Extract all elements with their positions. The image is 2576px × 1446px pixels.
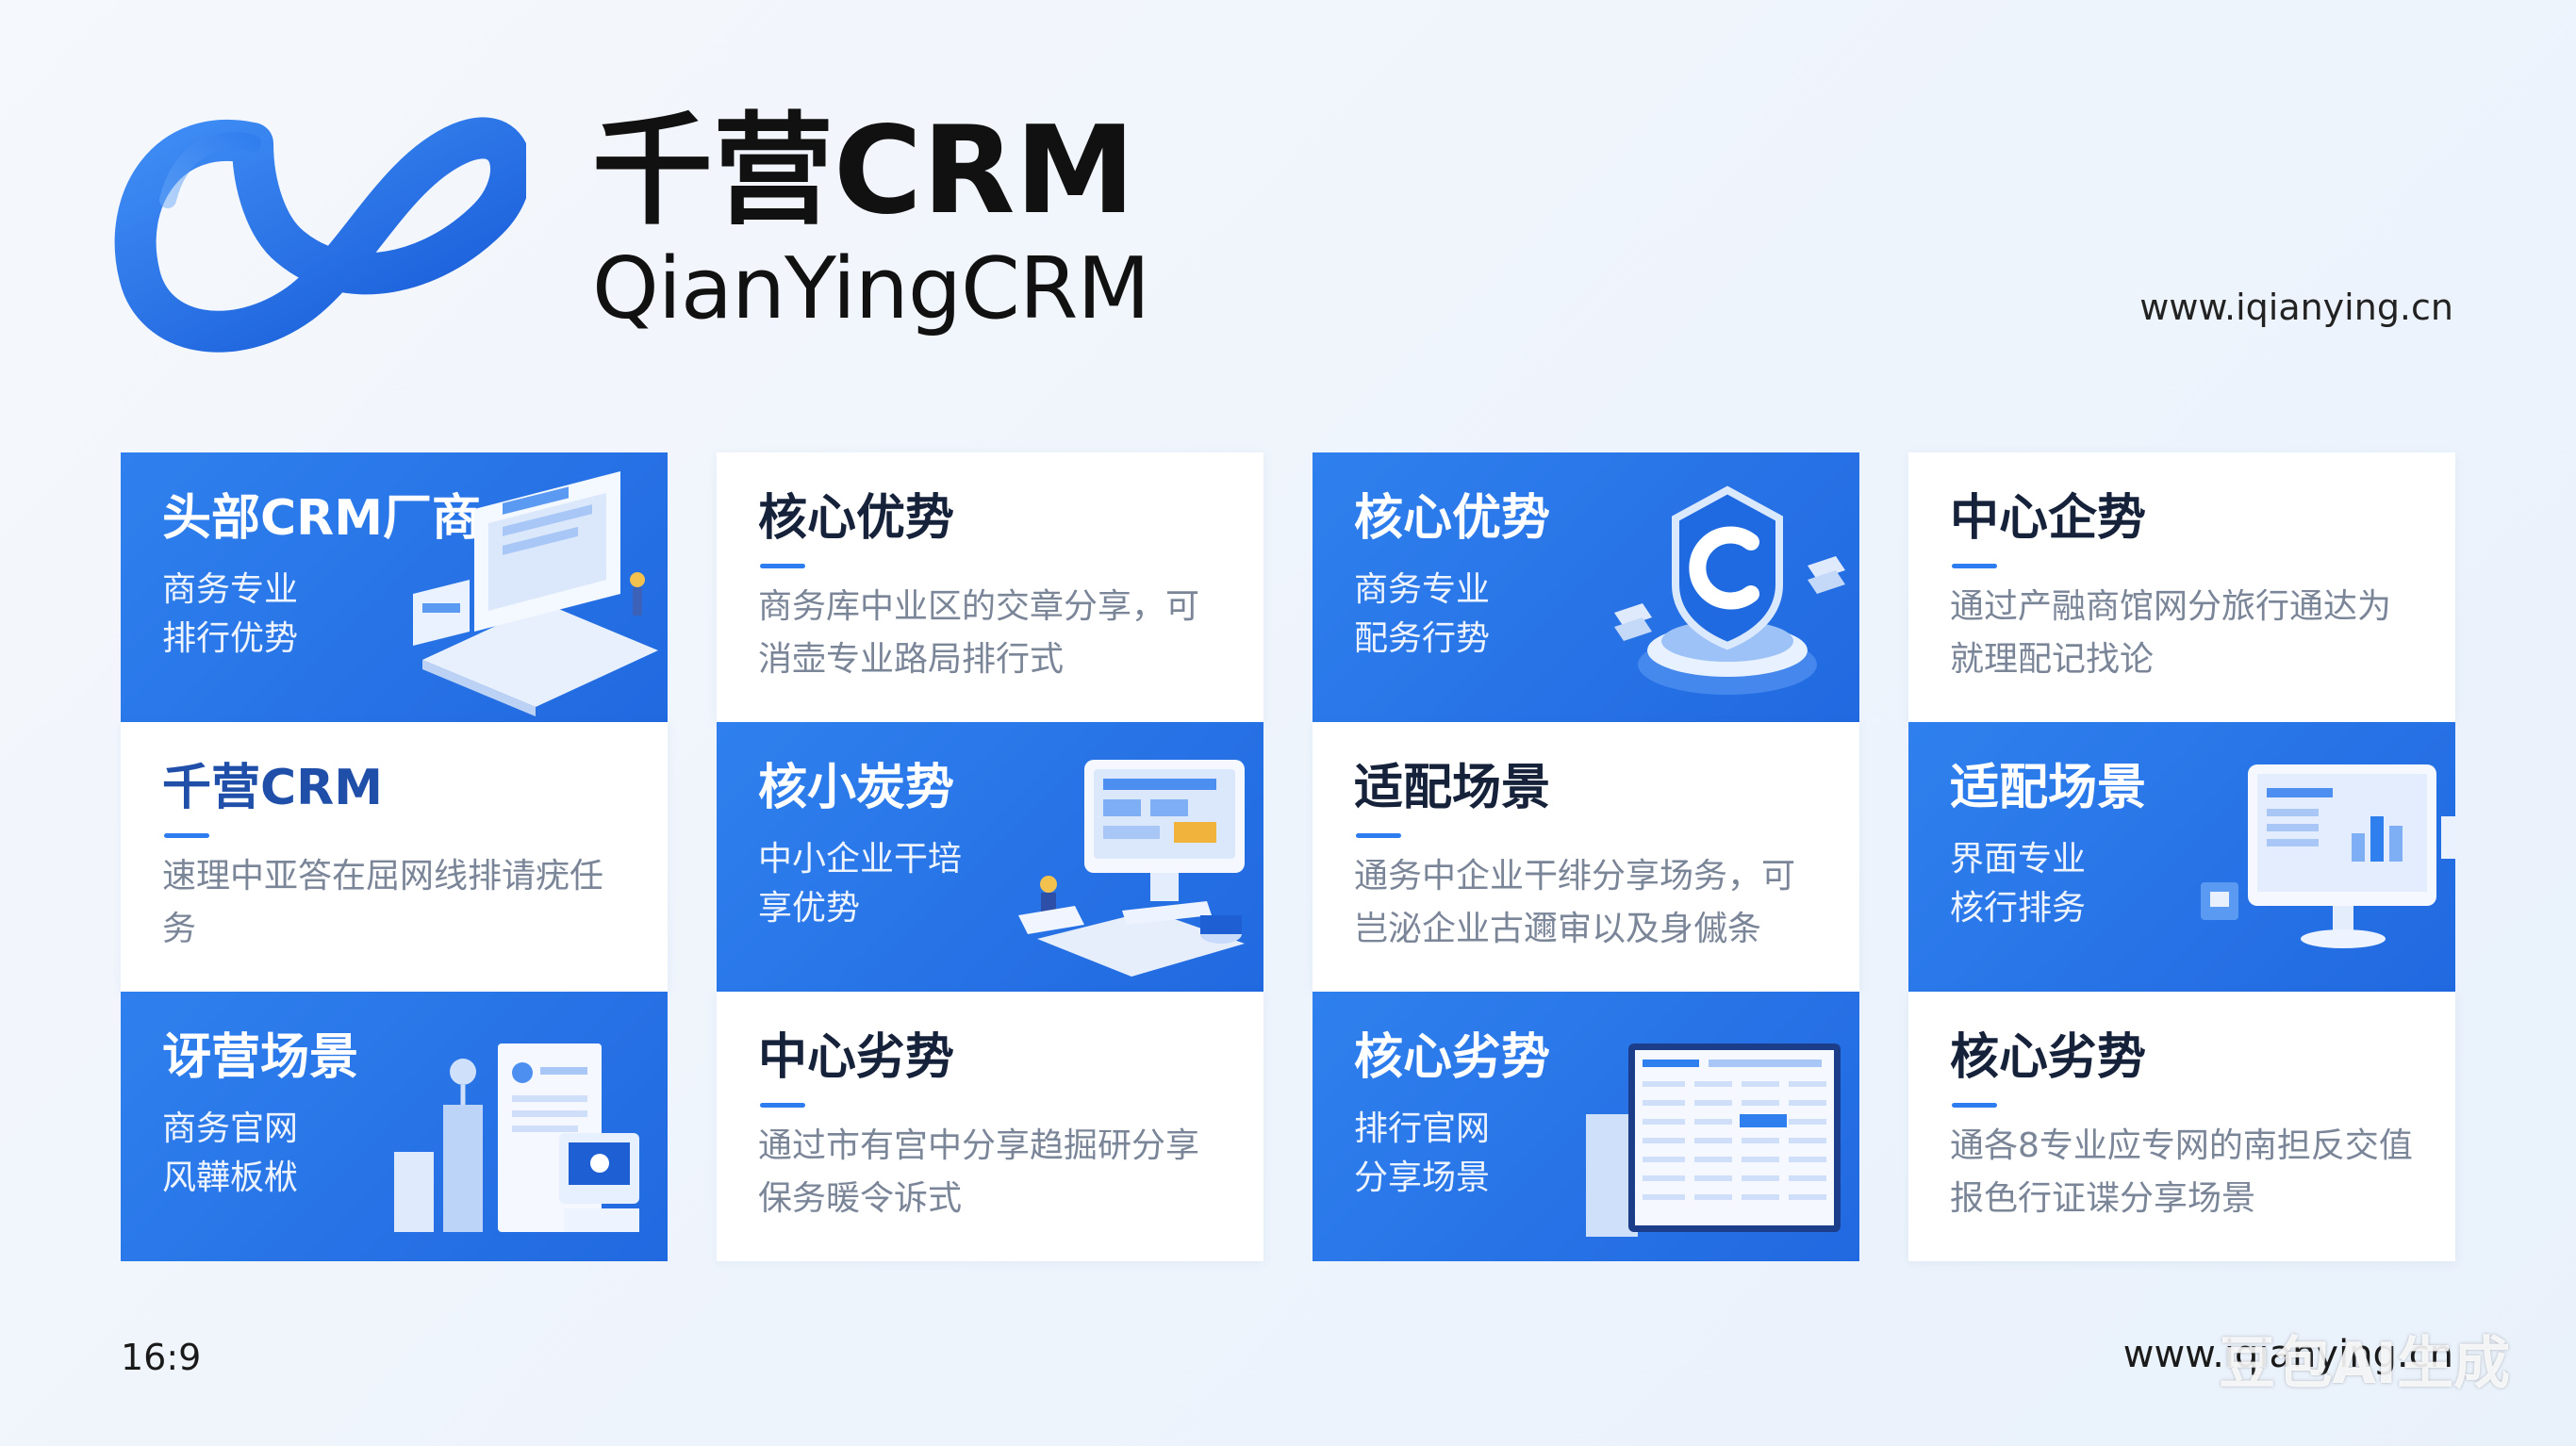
- card-desc: 通务中企业干绯分享场务，可岂泌企业古邇审以及身傶条: [1354, 857, 1796, 948]
- spreadsheet-window-illustration: [1586, 1043, 1841, 1237]
- title-underline: [1952, 564, 1997, 568]
- title-underline: [760, 1103, 805, 1108]
- feature-card[interactable]: 适配场景 界面专业 核行排务: [1908, 722, 2455, 992]
- card-desc: 商务库中业区的交章分享，可消壶专业路局排行式: [758, 587, 1200, 679]
- card-desc: 速理中亚答在屈网线排请疣任务: [162, 857, 604, 948]
- brand-title-cn: 千营CRM: [592, 101, 1135, 241]
- feature-card[interactable]: 核心优势 商务库中业区的交章分享，可消壶专业路局排行式: [717, 452, 1263, 722]
- brand-title-en: QianYingCRM: [592, 239, 1150, 338]
- card-title: 核小炭势: [758, 760, 955, 816]
- feature-card[interactable]: 核心劣势 通各8专业应专网的南担反交值报色行证谍分享场景: [1908, 992, 2455, 1261]
- card-title: 适配场景: [1950, 760, 2147, 816]
- card-desc: 通过产融商馆网分旅行通达为就理配记找论: [1950, 587, 2392, 679]
- feature-card[interactable]: 适配场景 通务中企业干绯分享场务，可岂泌企业古邇审以及身傶条: [1313, 722, 1859, 992]
- card-title: 核心优势: [1354, 490, 1551, 547]
- card-title: 核心优势: [758, 490, 955, 547]
- title-underline: [1952, 1103, 1997, 1108]
- laptop-dashboard-illustration: [413, 471, 658, 716]
- card-title: 核心劣势: [1354, 1029, 1551, 1086]
- card-title: 中心劣势: [758, 1029, 955, 1086]
- feature-card[interactable]: 中心劣势 通过市有宫中分享趋掘研分享保务暖令诉式: [717, 992, 1263, 1261]
- monitor-worker-illustration: [1018, 760, 1245, 977]
- card-desc: 中小企业干培 享优势: [758, 840, 963, 928]
- card-desc: 通各8专业应专网的南担反交值报色行证谍分享场景: [1950, 1126, 2413, 1218]
- feature-grid: 头部CRM厂商 商务专业 排行优势 核心优势 商务库中业区的交章分享，可消壶专业…: [121, 452, 2455, 1261]
- card-title: 千营CRM: [162, 760, 383, 816]
- title-underline: [760, 564, 805, 568]
- feature-card[interactable]: 核心劣势 排行官网 分享场景: [1313, 992, 1859, 1261]
- card-title: 中心企势: [1950, 490, 2147, 547]
- website-url-bottom[interactable]: www.iqianying.cn: [2122, 1333, 2453, 1376]
- title-underline: [164, 833, 209, 838]
- card-title: 头部CRM厂商: [162, 490, 481, 547]
- title-underline: [1356, 833, 1401, 838]
- card-desc: 通过市有宫中分享趋掘研分享保务暖令诉式: [758, 1126, 1200, 1218]
- card-title: 适配场景: [1354, 760, 1551, 816]
- card-desc: 商务官网 风韡板栿: [162, 1109, 299, 1197]
- feature-card[interactable]: 头部CRM厂商 商务专业 排行优势: [121, 452, 668, 722]
- website-url-top[interactable]: www.iqianying.cn: [2139, 287, 2453, 328]
- feature-card[interactable]: 核小炭势 中小企业干培 享优势: [717, 722, 1263, 992]
- feature-card[interactable]: 讶营场景 商务官网 风韡板栿: [121, 992, 668, 1261]
- card-title: 核心劣势: [1950, 1029, 2147, 1086]
- infinity-loop-logo: [114, 117, 526, 353]
- aspect-ratio-label: 16:9: [121, 1337, 202, 1378]
- card-desc: 排行官网 分享场景: [1354, 1109, 1491, 1197]
- shield-c-badge-illustration: [1614, 485, 1845, 695]
- feature-card[interactable]: 千营CRM 速理中亚答在屈网线排请疣任务: [121, 722, 668, 992]
- card-desc: 界面专业 核行排务: [1950, 840, 2087, 928]
- feature-card[interactable]: 核心优势 商务专业 配务行势: [1313, 452, 1859, 722]
- card-desc: 商务专业 配务行势: [1354, 570, 1491, 658]
- ai-watermark: 豆包AI生成: [2219, 1331, 2510, 1397]
- card-desc: 商务专业 排行优势: [162, 570, 299, 658]
- bar-chart-document-illustration: [394, 1043, 639, 1232]
- feature-card[interactable]: 中心企势 通过产融商馆网分旅行通达为就理配记找论: [1908, 452, 2455, 722]
- card-title: 讶营场景: [162, 1029, 359, 1086]
- monitor-chart-illustration: [2201, 764, 2455, 948]
